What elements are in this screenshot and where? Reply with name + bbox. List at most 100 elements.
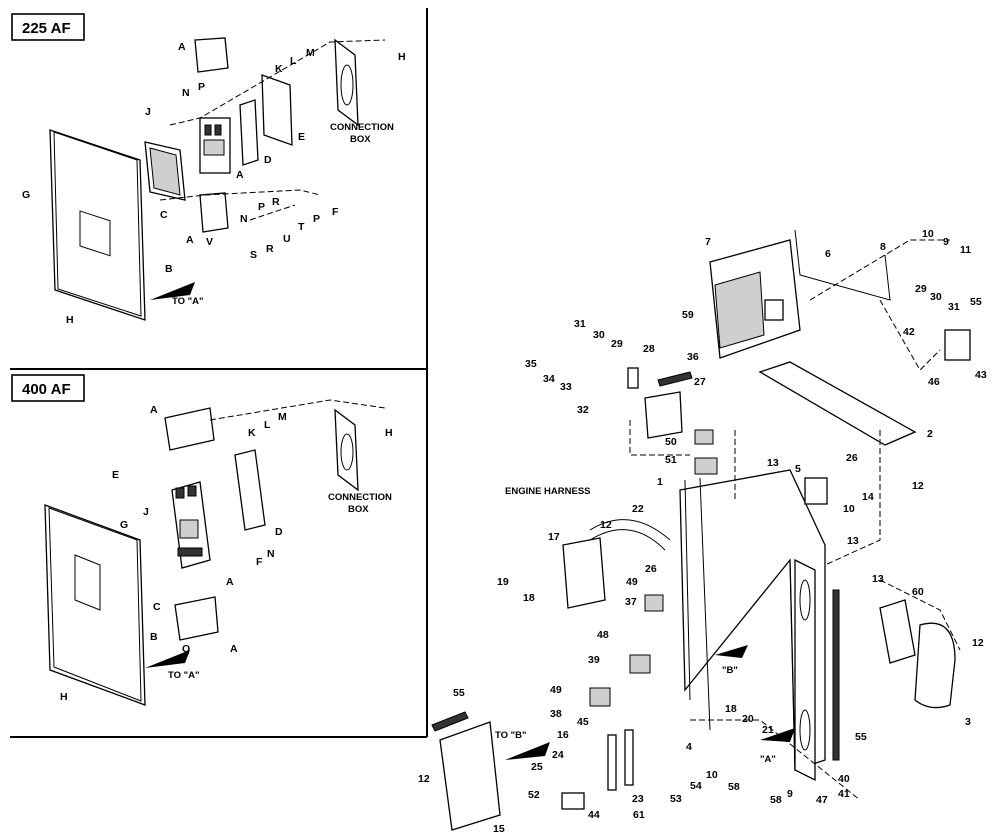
label-225: A: [236, 169, 244, 181]
relay-43: [944, 329, 971, 361]
cover-15: [439, 721, 501, 831]
label-225: N: [182, 87, 190, 99]
panel-225-title-box: [11, 13, 85, 41]
arrow-ref-a: [760, 728, 795, 742]
callout-number: 18: [523, 592, 535, 604]
callout-number: 20: [742, 713, 754, 725]
strip-55: [832, 589, 840, 761]
callout-number: 23: [632, 793, 644, 805]
label-225: S: [250, 249, 257, 261]
label-225: K: [275, 63, 283, 75]
callout-number: 55: [970, 296, 982, 308]
callout-number: 13: [872, 573, 884, 585]
callout-number: 37: [625, 596, 637, 608]
label-225: C: [160, 209, 168, 221]
callout-number: 12: [972, 637, 984, 649]
plate-e-225: [261, 74, 293, 146]
label-225: M: [306, 47, 315, 59]
label-400: A: [226, 576, 234, 588]
callout-number: 3: [965, 716, 971, 728]
callout-number: 9: [787, 788, 793, 800]
callout-number: 9: [943, 236, 949, 248]
callout-number: 29: [611, 338, 623, 350]
callout-number: 51: [665, 454, 677, 466]
label-400: Q: [182, 643, 190, 655]
label-400: L: [264, 419, 271, 431]
tray-2: [758, 361, 917, 446]
arrow-to-a-400: [145, 650, 190, 668]
label-400: M: [278, 411, 287, 423]
label-225: E: [298, 131, 305, 143]
panel-400af: 400 AF TO "A" CONNECTION BOX A K L M H E…: [11, 374, 393, 706]
callout-number: 10: [922, 228, 934, 240]
caption-to-a-225: TO "A": [172, 296, 204, 307]
callout-number: 31: [574, 318, 586, 330]
callout-number: 55: [855, 731, 867, 743]
connection-box-cover-400: [334, 408, 359, 492]
callout-number: 12: [600, 519, 612, 531]
callout-number: 48: [597, 629, 609, 641]
label-225: A: [178, 41, 186, 53]
callout-number: 54: [690, 780, 702, 792]
callout-number: 41: [838, 788, 850, 800]
callout-number: 44: [588, 809, 600, 821]
label-225: R: [272, 196, 280, 208]
label-225: L: [290, 55, 297, 67]
callout-number: 43: [975, 369, 987, 381]
label-400: A: [230, 643, 238, 655]
side-panel: [794, 558, 816, 782]
callout-number: 17: [548, 531, 560, 543]
relay-5: [804, 477, 828, 505]
label-400: H: [385, 427, 393, 439]
connector-49: [589, 687, 611, 707]
arrow-to-a-225: [150, 282, 195, 300]
callout-number: 11: [960, 244, 971, 256]
label-225: U: [283, 233, 291, 245]
label-400: C: [153, 601, 161, 613]
callout-number: 6: [825, 248, 831, 260]
caption-connection-225-2: BOX: [350, 134, 371, 145]
callout-number: 40: [838, 773, 850, 785]
panel-225af: 225 AF TO "A" CONNECTION BOX A N P: [11, 13, 406, 326]
terminal-strip: [624, 729, 634, 786]
panel-frames: [10, 8, 428, 738]
label-400: B: [150, 631, 158, 643]
callout-number: 45: [577, 716, 589, 728]
label-225: H: [398, 51, 406, 63]
label-225: G: [22, 189, 30, 201]
label-225: V: [206, 236, 213, 248]
block-52: [561, 792, 585, 810]
strip-36: [657, 371, 693, 387]
callout-number: 4: [686, 741, 692, 753]
callout-number: 5: [795, 463, 801, 475]
callout-number: 14: [862, 491, 874, 503]
bracket-6: [794, 229, 891, 301]
terminal-cover-bottom-400: [174, 596, 219, 641]
label-400: F: [256, 556, 263, 568]
arrow-to-b: [505, 742, 550, 760]
callout-number: 50: [665, 436, 677, 448]
callout-number: 55: [453, 687, 465, 699]
callout-number: 12: [418, 773, 430, 785]
callout-number: 46: [928, 376, 940, 388]
callout-number: 10: [843, 503, 855, 515]
callout-number: 27: [694, 376, 706, 388]
arrow-ref-b: [715, 645, 748, 658]
connector-51: [694, 457, 718, 475]
bracket-27: [644, 391, 683, 439]
boot-3: [914, 622, 956, 709]
callout-number: 19: [497, 576, 509, 588]
callout-number: 16: [557, 729, 569, 741]
label-225: J: [145, 106, 151, 118]
callout-number: 15: [493, 823, 505, 835]
callout-number: 28: [643, 343, 655, 355]
callout-number: 12: [912, 480, 924, 492]
callout-number: 35: [525, 358, 537, 370]
label-225: P: [198, 81, 205, 93]
callout-number: 58: [770, 794, 782, 806]
callout-number: 25: [531, 761, 543, 773]
label-400: J: [143, 506, 149, 518]
callout-number: 36: [687, 351, 699, 363]
terminal-cover-top-400: [164, 407, 215, 451]
